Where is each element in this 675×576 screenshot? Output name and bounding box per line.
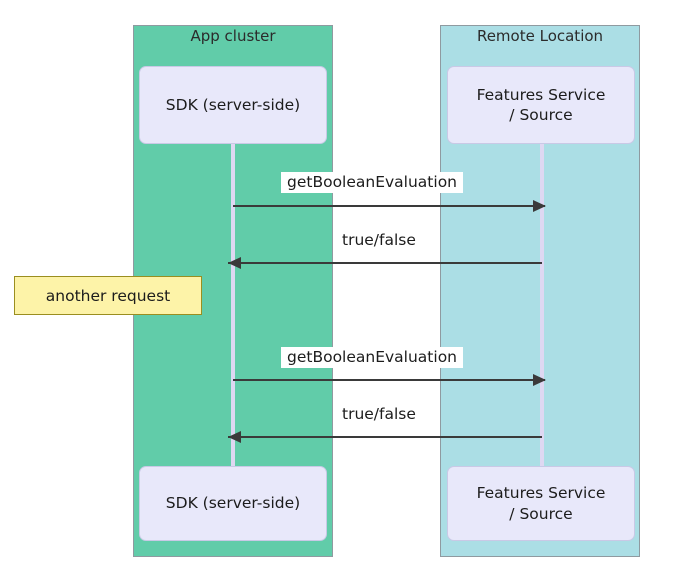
actor-label-features-service-top: Features Service / Source <box>476 85 606 124</box>
actor-label-features-service-bottom: Features Service / Source <box>476 484 606 523</box>
message-label-msg-get-boolean-evaluation-2: getBooleanEvaluation <box>281 347 464 368</box>
message-line-msg-get-boolean-evaluation-2 <box>233 379 545 381</box>
group-title-remote-location: Remote Location <box>476 27 604 45</box>
message-line-msg-true-false-2 <box>228 436 542 438</box>
arrow-head-right-icon <box>533 200 546 212</box>
arrow-head-left-icon <box>228 431 241 443</box>
note-another-request: another request <box>14 276 202 315</box>
message-label-msg-get-boolean-evaluation-1: getBooleanEvaluation <box>281 172 464 193</box>
actor-label-sdk-top: SDK (server-side) <box>165 95 301 114</box>
message-line-msg-get-boolean-evaluation-1 <box>233 205 545 207</box>
actor-box-features-service-bottom: Features Service / Source <box>447 466 635 541</box>
lifeline-sdk <box>231 143 235 468</box>
lifeline-features-service <box>540 143 544 468</box>
message-label-msg-true-false-2: true/false <box>336 404 422 425</box>
message-label-msg-true-false-1: true/false <box>336 230 422 251</box>
actor-box-sdk-bottom: SDK (server-side) <box>139 466 327 541</box>
actor-label-sdk-bottom: SDK (server-side) <box>165 494 301 513</box>
actor-box-sdk-top: SDK (server-side) <box>139 66 327 144</box>
actor-box-features-service-top: Features Service / Source <box>447 66 635 144</box>
message-line-msg-true-false-1 <box>228 262 542 264</box>
arrow-head-right-icon <box>533 374 546 386</box>
group-title-app-cluster: App cluster <box>190 27 276 45</box>
arrow-head-left-icon <box>228 257 241 269</box>
